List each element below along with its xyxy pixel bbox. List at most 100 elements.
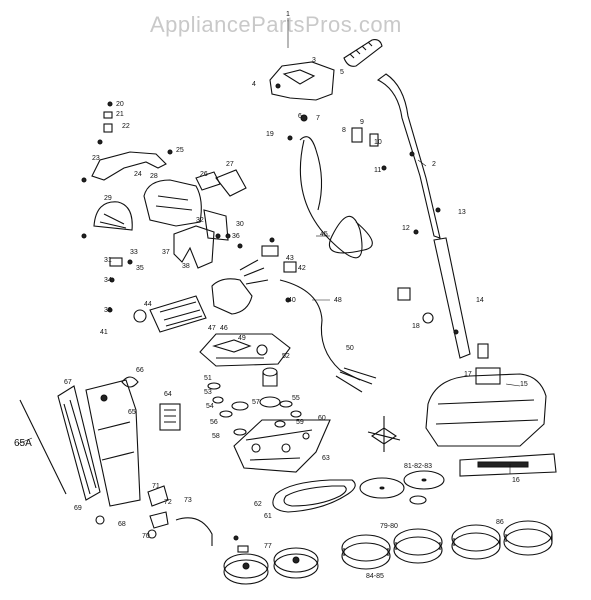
callout-12: 12 (402, 225, 410, 232)
callout-86: 86 (496, 519, 504, 526)
callout-17: 17 (464, 371, 472, 378)
support-rod-part (19, 399, 67, 495)
callout-47: 47 (208, 325, 216, 332)
rear-cover-panel-part (57, 385, 101, 501)
callout-59: 59 (296, 419, 304, 426)
leader-lines (17, 159, 521, 474)
motor-end-bell-part (203, 209, 229, 241)
callout-labels: 1 2 3 4 5 6 7 8 9 10 11 12 13 14 15 16 1… (14, 11, 528, 580)
upper-handle-tube-part (376, 73, 441, 239)
callout-71: 71 (152, 483, 160, 490)
callout-34: 34 (104, 277, 112, 284)
power-cord-part (299, 136, 373, 259)
pad-disc-parts (359, 470, 445, 505)
callout-41: 41 (100, 329, 108, 336)
nameplate-part (459, 453, 557, 477)
callout-60: 60 (318, 415, 326, 422)
callout-40: 40 (288, 297, 296, 304)
clip-part (121, 376, 139, 388)
callout-72: 72 (164, 499, 172, 506)
callout-13: 13 (458, 209, 466, 216)
callout-38: 38 (182, 263, 190, 270)
lower-handle-tube-part (433, 237, 471, 359)
callout-8: 8 (342, 127, 346, 134)
callout-65: 65 (128, 409, 136, 416)
callout-1: 1 (286, 11, 290, 18)
callout-30: 30 (236, 221, 244, 228)
callout-64: 64 (164, 391, 172, 398)
callout-58: 58 (212, 433, 220, 440)
bumper-ring-part (272, 479, 356, 513)
callout-35: 35 (136, 265, 144, 272)
callout-57: 57 (252, 399, 260, 406)
callout-19: 19 (266, 131, 274, 138)
callout-15: 15 (520, 381, 528, 388)
callout-53: 53 (204, 389, 212, 396)
callout-10: 10 (374, 139, 382, 146)
motor-armature-part (133, 295, 207, 333)
callout-23: 23 (92, 155, 100, 162)
handle-grip-part (343, 39, 383, 67)
wheel-axle-part (95, 515, 213, 546)
callout-65a: 65A (14, 438, 32, 449)
callout-55: 55 (292, 395, 300, 402)
callout-22: 22 (122, 123, 130, 130)
callout-81-82-83: 81-82-83 (404, 463, 432, 470)
callout-43: 43 (286, 255, 294, 262)
callout-28: 28 (150, 173, 158, 180)
callout-77: 77 (264, 543, 272, 550)
callout-14: 14 (476, 297, 484, 304)
callout-54: 54 (206, 403, 214, 410)
callout-2: 2 (432, 161, 436, 168)
callout-50: 50 (346, 345, 354, 352)
callout-56: 56 (210, 419, 218, 426)
callout-46: 46 (220, 325, 228, 332)
label-plate-part (159, 403, 181, 431)
callout-52: 52 (282, 353, 290, 360)
callout-62: 62 (254, 501, 262, 508)
callout-20: 20 (116, 101, 124, 108)
motor-cover-part (143, 179, 202, 227)
callout-3: 3 (312, 57, 316, 64)
callout-37: 37 (162, 249, 170, 256)
callout-4: 4 (252, 81, 256, 88)
callout-16: 16 (512, 477, 520, 484)
callout-6: 6 (298, 113, 302, 120)
callout-36: 36 (232, 233, 240, 240)
watermark-text: AppliancePartsPros.com (150, 12, 402, 37)
callout-45: 45 (320, 231, 328, 238)
callout-29: 29 (104, 195, 112, 202)
fastener-cluster (287, 114, 489, 359)
small-gear-parts (207, 367, 302, 436)
callout-49: 49 (238, 335, 246, 342)
callout-67: 67 (64, 379, 72, 386)
head-housing-part (425, 367, 547, 447)
side-bracket-part (195, 169, 247, 197)
callout-66: 66 (136, 367, 144, 374)
pivot-bracket-part (147, 485, 169, 529)
callout-26: 26 (200, 171, 208, 178)
callout-25: 25 (176, 147, 184, 154)
callout-42: 42 (298, 265, 306, 272)
callout-32: 32 (196, 217, 204, 224)
screw-set-top-left (81, 101, 243, 313)
callout-63: 63 (322, 455, 330, 462)
brush-pair-79-80 (341, 528, 443, 570)
terminal-block-part (261, 237, 297, 303)
brush-pair-86 (451, 520, 553, 560)
callout-24: 24 (134, 171, 142, 178)
callout-31: 31 (104, 257, 112, 264)
callout-79-80: 79-80 (380, 523, 398, 530)
mounting-bracket-part (91, 151, 167, 181)
nut-parts-bottom (233, 535, 249, 553)
callout-61: 61 (264, 513, 272, 520)
callout-48: 48 (334, 297, 342, 304)
callout-51: 51 (204, 375, 212, 382)
callout-7: 7 (316, 115, 320, 122)
callout-39: 39 (104, 307, 112, 314)
callout-11: 11 (374, 167, 381, 174)
callout-33: 33 (130, 249, 138, 256)
callout-21: 21 (116, 111, 124, 118)
brush-pair-77 (223, 547, 319, 585)
